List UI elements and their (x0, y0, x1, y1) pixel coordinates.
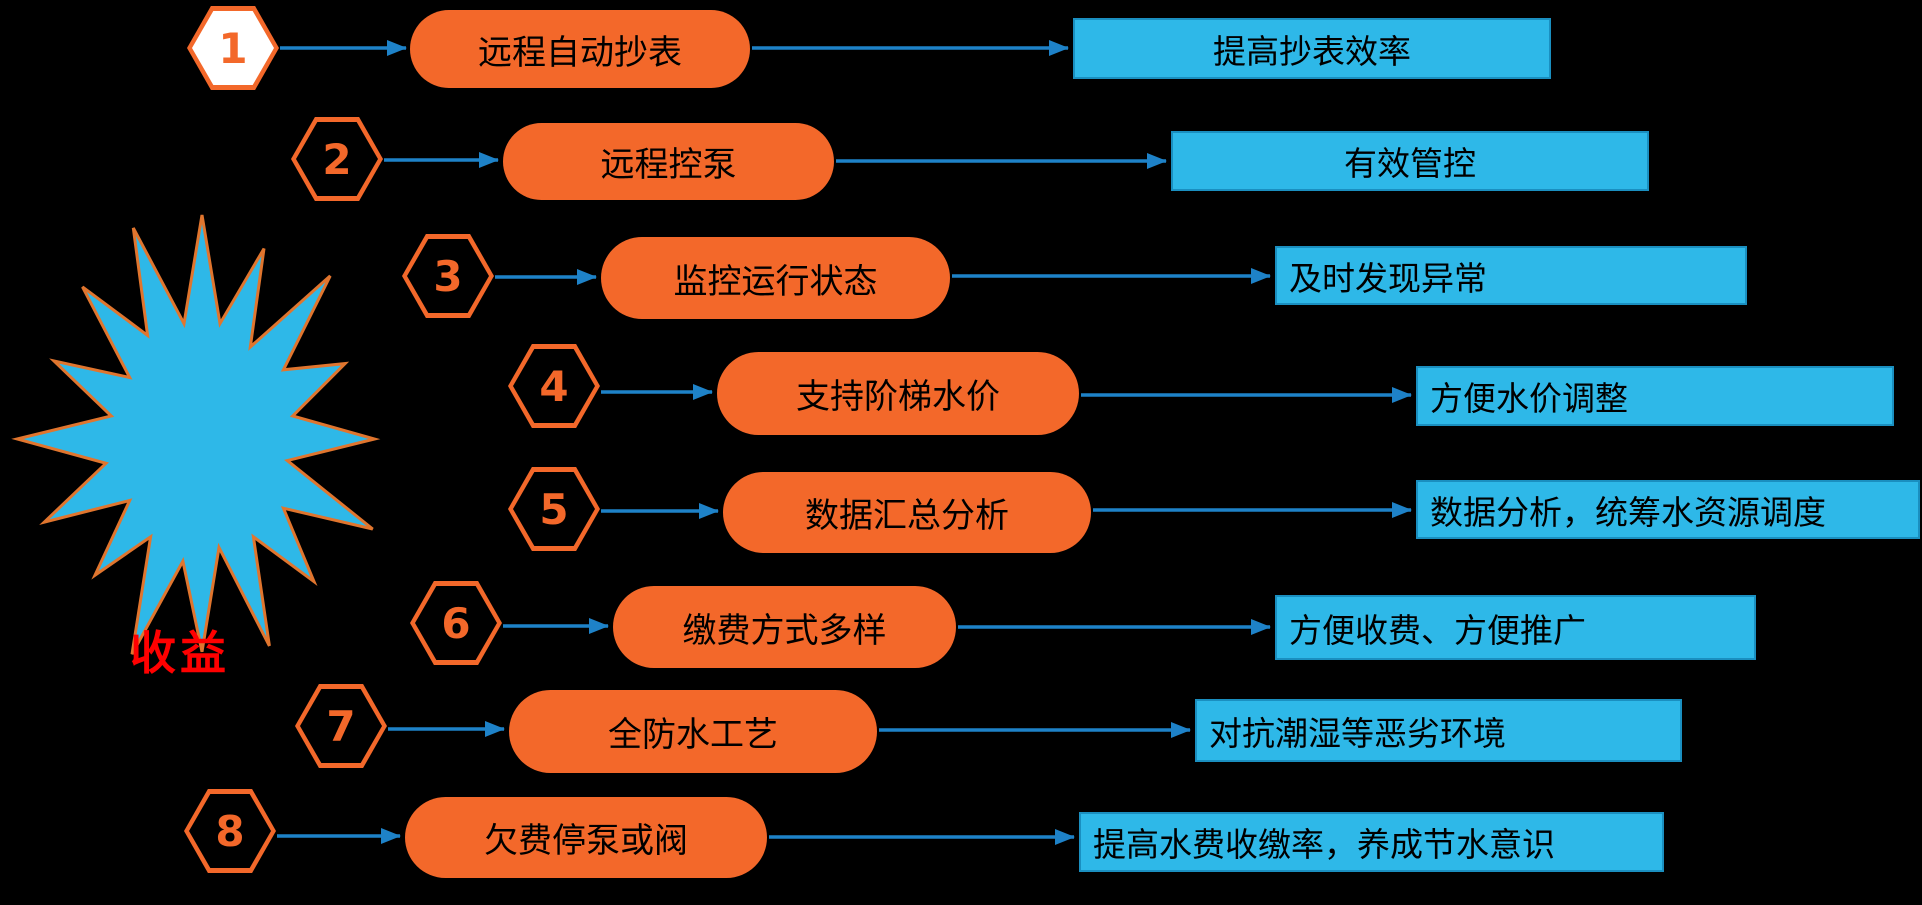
step-number: 3 (433, 251, 463, 301)
benefit-label: 提高抄表效率 (1213, 31, 1411, 71)
benefit-box: 数据分析，统筹水资源调度 (1416, 480, 1920, 539)
feature-label: 数据汇总分析 (805, 496, 1009, 536)
step-number: 6 (441, 598, 471, 648)
step-hexagon-8: 8 (184, 789, 276, 873)
step-hexagon-3: 3 (402, 234, 494, 318)
benefit-box: 方便水价调整 (1416, 366, 1894, 426)
step-number: 2 (322, 134, 352, 184)
starburst-shape (11, 214, 381, 655)
feature-label: 缴费方式多样 (682, 610, 887, 651)
step-hexagon-4: 4 (508, 344, 600, 428)
benefit-label: 对抗潮湿等恶劣环境 (1209, 713, 1506, 753)
feature-label: 远程控泵 (600, 145, 737, 185)
benefit-label: 提高水费收缴率，养成节水意识 (1093, 825, 1555, 864)
benefit-label: 方便水价调整 (1430, 379, 1628, 418)
step-number: 4 (539, 361, 569, 411)
feature-label: 欠费停泵或阀 (484, 821, 688, 861)
feature-label: 全防水工艺 (608, 715, 778, 755)
benefit-label: 及时发现异常 (1289, 258, 1487, 298)
step-hexagon-6: 6 (410, 581, 502, 665)
step-hexagon-2: 2 (291, 117, 383, 201)
step-hexagon-1: 1 (187, 6, 279, 90)
benefit-label: 有效管控 (1344, 144, 1476, 183)
feature-label: 支持阶梯水价 (796, 377, 1000, 417)
feature-pill: 全防水工艺 (509, 690, 877, 773)
benefit-label: 数据分析，统筹水资源调度 (1430, 492, 1826, 532)
benefit-box: 有效管控 (1171, 131, 1649, 191)
step-hexagon-7: 7 (295, 684, 387, 768)
feature-pill: 远程控泵 (503, 123, 834, 200)
benefit-box: 提高水费收缴率，养成节水意识 (1079, 812, 1664, 872)
starburst-polygon (11, 214, 381, 655)
feature-pill: 缴费方式多样 (613, 586, 956, 668)
step-number: 1 (218, 23, 248, 73)
feature-pill: 远程自动抄表 (410, 10, 750, 88)
benefit-box: 对抗潮湿等恶劣环境 (1195, 699, 1682, 762)
step-number: 7 (326, 701, 356, 751)
feature-label: 远程自动抄表 (478, 32, 682, 73)
feature-pill: 欠费停泵或阀 (405, 797, 767, 878)
step-number: 8 (215, 806, 245, 856)
benefit-starburst: 收益 (11, 205, 392, 680)
benefit-box: 及时发现异常 (1275, 246, 1747, 305)
feature-pill: 支持阶梯水价 (717, 352, 1079, 435)
step-hexagon-5: 5 (508, 467, 600, 551)
benefit-box: 提高抄表效率 (1073, 18, 1551, 79)
feature-pill: 监控运行状态 (601, 237, 950, 319)
feature-label: 监控运行状态 (673, 261, 878, 302)
feature-pill: 数据汇总分析 (723, 472, 1091, 553)
step-number: 5 (539, 484, 569, 534)
benefit-box: 方便收费、方便推广 (1275, 595, 1756, 660)
diagram-title: 收益 (130, 626, 230, 680)
benefit-label: 方便收费、方便推广 (1289, 610, 1586, 650)
